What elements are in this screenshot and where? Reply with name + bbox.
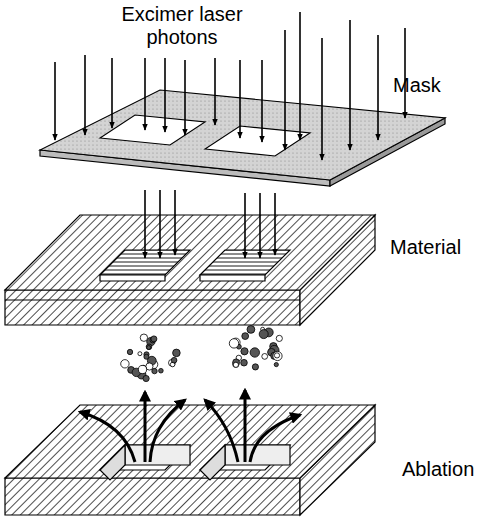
debris-particle <box>274 363 278 367</box>
ablated-block <box>5 405 375 515</box>
beam-label: Excimer laser photons <box>92 3 272 49</box>
photon-arrow <box>144 58 146 130</box>
debris-particle <box>259 330 268 339</box>
photon-arrow <box>84 55 86 135</box>
debris-particle <box>143 375 149 381</box>
ablation-plume <box>121 326 283 382</box>
ejection-arrows <box>80 390 300 462</box>
photon-arrow <box>244 193 246 258</box>
debris-particle <box>159 368 164 373</box>
photon-arrow <box>284 30 286 150</box>
debris-particle <box>247 326 255 334</box>
photon-arrow <box>404 28 406 118</box>
debris-particle <box>242 333 249 340</box>
photon-arrow <box>214 58 216 125</box>
debris-particle <box>146 344 152 350</box>
debris-particle <box>138 352 142 356</box>
debris-particle <box>151 336 157 342</box>
photon-arrow <box>377 35 379 140</box>
photon-arrow <box>54 62 56 140</box>
debris-particle <box>140 334 147 341</box>
debris-particle <box>229 339 238 348</box>
photon-arrow <box>144 190 146 258</box>
part-label: Ablation <box>402 458 497 481</box>
debris-particle <box>147 346 151 350</box>
debris-particle <box>121 360 129 368</box>
photon-arrow <box>299 12 301 140</box>
material-block <box>5 215 375 325</box>
debris-particle <box>273 351 282 360</box>
photon-arrow <box>261 60 263 142</box>
debris-particle <box>171 357 177 363</box>
photon-arrow <box>111 58 113 128</box>
mask-plate <box>40 90 445 186</box>
debris-particle <box>252 364 258 370</box>
part-label: Mask <box>393 74 493 97</box>
debris-particle <box>241 348 248 355</box>
photon-arrow <box>159 190 161 258</box>
debris-particle <box>262 354 268 360</box>
debris-particle <box>173 349 181 357</box>
photon-arrows <box>55 12 405 258</box>
debris-particle <box>241 359 248 366</box>
debris-particle <box>138 365 146 373</box>
debris-particle <box>152 368 157 373</box>
debris-particle <box>144 354 149 359</box>
photon-arrow <box>184 60 186 135</box>
photon-arrow <box>349 20 351 150</box>
debris-particle <box>276 335 282 341</box>
debris-particle <box>250 348 259 357</box>
photon-arrow <box>274 193 276 255</box>
photon-arrow <box>164 58 166 132</box>
debris-particle <box>274 353 279 358</box>
photon-arrow <box>239 60 241 138</box>
part-label: Material <box>390 236 495 259</box>
photon-arrow <box>259 193 261 258</box>
debris-particle <box>233 362 238 367</box>
photon-arrow <box>174 190 176 255</box>
photon-arrow <box>321 38 323 160</box>
debris-particle <box>127 349 132 354</box>
